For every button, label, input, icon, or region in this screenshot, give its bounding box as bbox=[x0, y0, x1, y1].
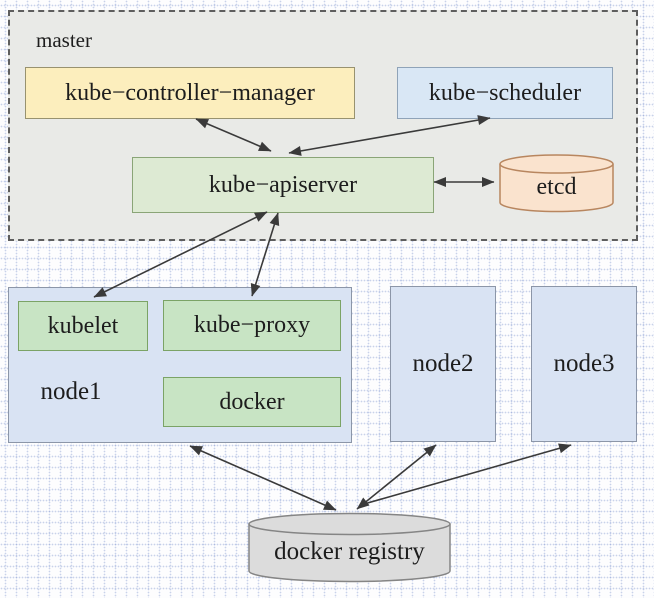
node-kubelet: kubelet bbox=[18, 301, 148, 351]
master-group-label: master bbox=[36, 28, 92, 52]
docker-label: docker bbox=[219, 388, 285, 415]
kube-controller-manager-label: kube−controller−manager bbox=[65, 79, 315, 106]
group-master: master kube−controller−manager kube−sche… bbox=[8, 10, 638, 241]
node-docker: docker bbox=[163, 377, 341, 427]
docker-registry-cylinder-icon bbox=[248, 512, 451, 583]
edge-node1-registry bbox=[189, 445, 337, 511]
node3-label: node3 bbox=[553, 350, 615, 377]
node-node2: node2 bbox=[390, 286, 496, 442]
node-etcd: etcd bbox=[499, 154, 614, 213]
etcd-label: etcd bbox=[536, 174, 577, 200]
kubelet-label: kubelet bbox=[47, 312, 119, 339]
node-docker-registry: docker registry bbox=[248, 512, 451, 583]
kube-apiserver-label: kube−apiserver bbox=[208, 171, 358, 198]
node-node3: node3 bbox=[531, 286, 637, 442]
kube-proxy-label: kube−proxy bbox=[193, 312, 311, 338]
node-kube-scheduler: kube−scheduler bbox=[397, 67, 613, 119]
node-kube-controller-manager: kube−controller−manager bbox=[25, 67, 355, 119]
node-kube-proxy: kube−proxy bbox=[163, 300, 341, 351]
node2-label: node2 bbox=[412, 350, 474, 377]
etcd-cylinder-icon bbox=[499, 154, 614, 213]
node1-label: node1 bbox=[40, 378, 102, 405]
node-kube-apiserver: kube−apiserver bbox=[132, 157, 434, 213]
edge-registry-node2 bbox=[356, 444, 437, 510]
kube-scheduler-label: kube−scheduler bbox=[428, 79, 582, 106]
docker-registry-label: docker registry bbox=[274, 538, 425, 565]
group-node1: kubelet kube−proxy docker node1 bbox=[8, 287, 352, 443]
edge-registry-node3 bbox=[363, 443, 572, 505]
